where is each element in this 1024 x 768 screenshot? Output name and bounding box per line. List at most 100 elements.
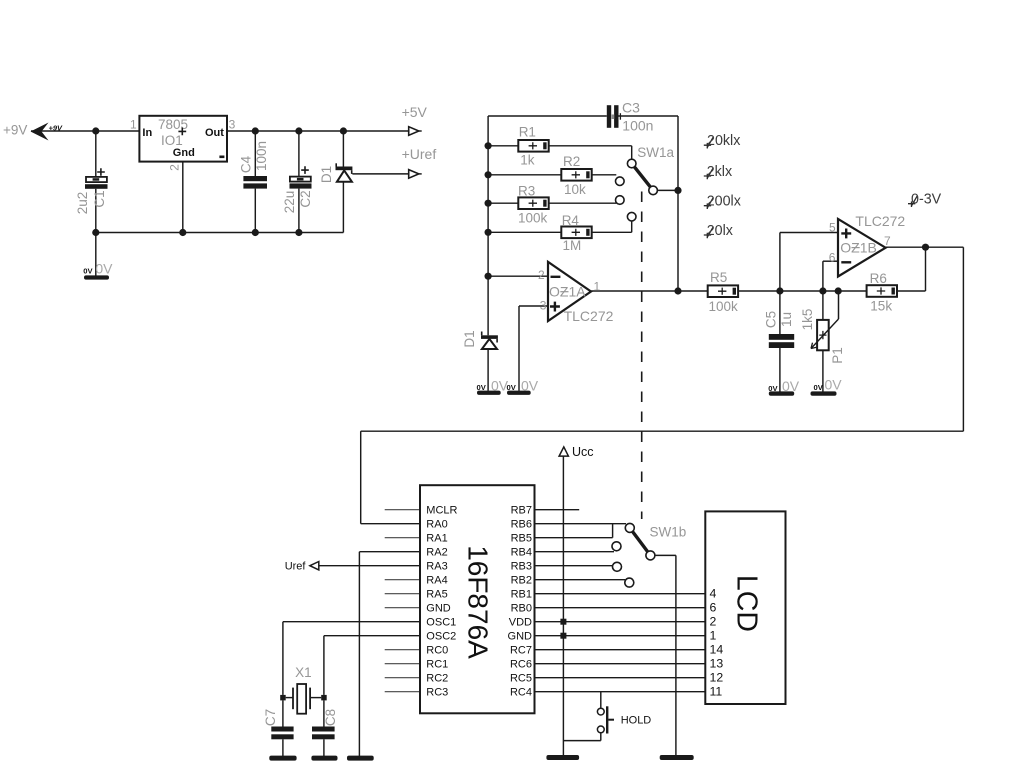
svg-text:D1: D1 — [319, 166, 334, 183]
svg-text:Gnd: Gnd — [173, 147, 195, 159]
svg-text:1: 1 — [594, 280, 601, 294]
svg-text:C8: C8 — [323, 709, 338, 726]
svg-text:TLC272: TLC272 — [855, 213, 905, 229]
svg-text:0-3V: 0-3V — [911, 192, 942, 208]
svg-text:R4: R4 — [562, 213, 580, 228]
svg-text:12: 12 — [710, 670, 724, 684]
svg-text:OSC1: OSC1 — [426, 616, 456, 628]
svg-text:4: 4 — [710, 586, 717, 600]
svg-text:LCD: LCD — [730, 575, 762, 632]
svg-text:100n: 100n — [622, 117, 653, 133]
svg-text:RB1: RB1 — [511, 588, 532, 600]
svg-text:RB7: RB7 — [511, 504, 532, 516]
svg-text:1: 1 — [710, 628, 717, 642]
svg-text:R5: R5 — [710, 270, 727, 285]
svg-text:+Uref: +Uref — [402, 146, 437, 162]
svg-text:RC7: RC7 — [510, 644, 532, 656]
svg-text:0V: 0V — [814, 383, 824, 392]
svg-text:RC4: RC4 — [510, 686, 532, 698]
svg-text:3: 3 — [540, 299, 547, 313]
svg-text:MCLR: MCLR — [426, 504, 457, 516]
svg-text:13: 13 — [710, 656, 724, 670]
svg-text:3: 3 — [229, 118, 236, 132]
svg-text:2u2: 2u2 — [75, 192, 90, 215]
svg-text:RA2: RA2 — [426, 546, 447, 558]
svg-text:RB6: RB6 — [511, 518, 532, 530]
svg-text:In: In — [142, 127, 152, 139]
svg-text:22u: 22u — [282, 191, 297, 214]
svg-text:20lx: 20lx — [707, 223, 733, 239]
svg-text:RC3: RC3 — [426, 686, 448, 698]
svg-text:7805: 7805 — [158, 117, 188, 132]
svg-text:HOLD: HOLD — [621, 714, 652, 726]
svg-text:0V: 0V — [782, 378, 800, 394]
svg-text:200lx: 200lx — [707, 194, 741, 210]
svg-text:5: 5 — [829, 221, 836, 235]
svg-text:1: 1 — [130, 118, 137, 132]
svg-text:IO1: IO1 — [161, 133, 183, 148]
svg-text:2: 2 — [168, 164, 182, 171]
svg-text:GND: GND — [508, 630, 533, 642]
svg-text:16F876A: 16F876A — [463, 545, 494, 659]
svg-text:RA5: RA5 — [426, 588, 447, 600]
svg-text:RB5: RB5 — [511, 532, 532, 544]
svg-text:SW1a: SW1a — [637, 145, 674, 160]
svg-text:6: 6 — [829, 250, 836, 264]
svg-text:P1: P1 — [830, 347, 845, 364]
svg-text:RA3: RA3 — [426, 560, 447, 572]
svg-text:+9V: +9V — [49, 124, 64, 133]
svg-text:0V: 0V — [768, 384, 778, 393]
svg-text:R3: R3 — [518, 184, 535, 199]
svg-text:OSC2: OSC2 — [426, 630, 456, 642]
svg-text:GND: GND — [426, 602, 451, 614]
svg-text:+5V: +5V — [402, 104, 428, 120]
svg-text:RB4: RB4 — [511, 546, 532, 558]
svg-text:15k: 15k — [870, 299, 892, 314]
svg-text:C7: C7 — [263, 709, 278, 726]
svg-text:R2: R2 — [563, 154, 580, 169]
svg-text:2klx: 2klx — [707, 164, 732, 180]
svg-text:RB0: RB0 — [511, 602, 532, 614]
svg-text:11: 11 — [710, 684, 723, 698]
svg-text:C2: C2 — [298, 190, 313, 207]
svg-text:RA1: RA1 — [426, 532, 447, 544]
svg-text:14: 14 — [710, 642, 724, 656]
svg-text:Out: Out — [205, 127, 224, 139]
svg-text:2: 2 — [710, 614, 717, 628]
svg-text:+9V: +9V — [3, 123, 27, 138]
svg-text:0V: 0V — [825, 377, 843, 393]
svg-text:RA4: RA4 — [426, 574, 447, 586]
svg-text:100k: 100k — [709, 299, 739, 314]
svg-text:C4: C4 — [239, 155, 254, 173]
svg-text:R6: R6 — [870, 271, 887, 286]
svg-text:R1: R1 — [519, 125, 536, 140]
svg-text:1k5: 1k5 — [800, 309, 815, 331]
svg-text:RC1: RC1 — [426, 658, 448, 670]
svg-text:1k: 1k — [520, 153, 535, 168]
svg-text:1M: 1M — [563, 238, 582, 253]
svg-text:RC2: RC2 — [426, 672, 448, 684]
svg-text:SW1b: SW1b — [650, 525, 687, 540]
svg-text:0V: 0V — [491, 378, 509, 394]
svg-text:C3: C3 — [622, 99, 640, 115]
svg-text:TLC272: TLC272 — [564, 308, 614, 324]
svg-text:20klx: 20klx — [707, 133, 740, 149]
svg-text:C1: C1 — [92, 190, 107, 207]
svg-text:2: 2 — [538, 268, 545, 282]
svg-text:100n: 100n — [254, 141, 269, 171]
svg-text:Ucc: Ucc — [572, 445, 594, 459]
svg-text:X1: X1 — [295, 665, 312, 680]
svg-text:VDD: VDD — [509, 616, 532, 628]
svg-text:RC5: RC5 — [510, 672, 532, 684]
svg-text:RC6: RC6 — [510, 658, 532, 670]
svg-text:D1: D1 — [462, 330, 477, 347]
svg-text:10k: 10k — [564, 182, 586, 197]
svg-text:Uref: Uref — [285, 561, 307, 573]
svg-text:RB2: RB2 — [511, 574, 532, 586]
svg-text:0V: 0V — [507, 383, 517, 392]
svg-text:7: 7 — [884, 234, 891, 248]
svg-text:100k: 100k — [518, 211, 548, 226]
svg-text:0V: 0V — [83, 267, 93, 276]
svg-text:0V: 0V — [521, 378, 539, 394]
svg-text:RC0: RC0 — [426, 644, 448, 656]
